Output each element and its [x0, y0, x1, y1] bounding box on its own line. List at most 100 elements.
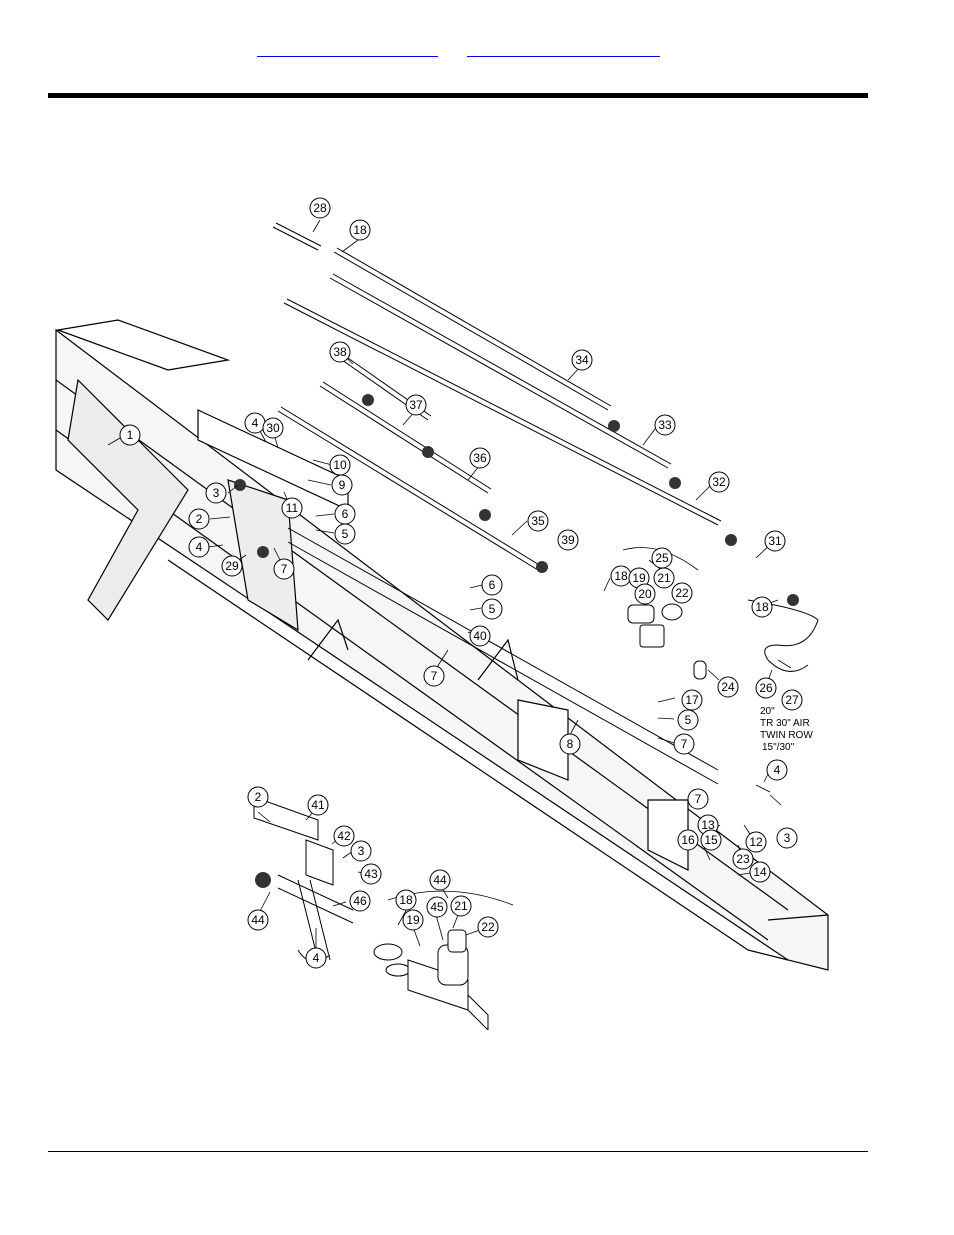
callout: 4 [305, 947, 327, 969]
callout: 3 [776, 827, 798, 849]
header-link-2[interactable] [467, 40, 660, 57]
svg-text:18: 18 [399, 893, 413, 907]
callout: 18 [751, 596, 773, 618]
note-line: TWIN ROW [760, 730, 813, 741]
callout: 41 [307, 794, 329, 816]
callout: 10 [329, 454, 351, 476]
svg-text:16: 16 [681, 833, 695, 847]
callout: 18 [610, 565, 632, 587]
callout: 45 [426, 896, 448, 918]
svg-text:44: 44 [433, 873, 447, 887]
svg-text:19: 19 [406, 913, 420, 927]
callout: 27 [781, 689, 803, 711]
svg-text:1: 1 [127, 428, 134, 442]
callout: 30 [262, 417, 284, 439]
callout: 4 [188, 536, 210, 558]
svg-text:18: 18 [755, 600, 769, 614]
callout: 38 [329, 341, 351, 363]
svg-text:20: 20 [638, 587, 652, 601]
callout: 16 [677, 829, 699, 851]
svg-text:13: 13 [701, 818, 715, 832]
callout: 14 [749, 861, 771, 883]
svg-text:26: 26 [759, 681, 773, 695]
callout: 37 [405, 394, 427, 416]
svg-text:4: 4 [196, 540, 203, 554]
callout: 3 [350, 840, 372, 862]
callout: 12 [745, 831, 767, 853]
callout: 11 [281, 497, 303, 519]
svg-text:41: 41 [311, 798, 325, 812]
callout: 32 [708, 471, 730, 493]
bracket-detail [253, 796, 354, 962]
svg-text:44: 44 [251, 913, 265, 927]
callout: 7 [687, 788, 709, 810]
callout: 9 [331, 474, 353, 496]
svg-text:3: 3 [358, 844, 365, 858]
callout: 4 [244, 412, 266, 434]
svg-text:3: 3 [784, 831, 791, 845]
svg-text:12: 12 [749, 835, 763, 849]
callout: 39 [557, 529, 579, 551]
svg-text:9: 9 [339, 478, 346, 492]
nozzle-bodies [234, 394, 799, 888]
callout: 40 [469, 625, 491, 647]
callout: 19 [402, 909, 424, 931]
callout: 22 [477, 916, 499, 938]
header-link-1[interactable] [257, 40, 438, 57]
callout: 5 [481, 598, 503, 620]
svg-text:37: 37 [409, 398, 423, 412]
callout: 23 [732, 848, 754, 870]
callout: 24 [717, 676, 739, 698]
svg-text:7: 7 [695, 792, 702, 806]
callout: 26 [755, 677, 777, 699]
callout: 20 [634, 583, 656, 605]
svg-text:6: 6 [489, 578, 496, 592]
svg-text:21: 21 [454, 899, 468, 913]
svg-text:45: 45 [430, 900, 444, 914]
callout: 18 [395, 889, 417, 911]
callout: 19 [628, 567, 650, 589]
svg-text:23: 23 [736, 852, 750, 866]
parts-diagram-svg: 28 18 34 38 37 33 1 4 30 10 36 3 9 32 11… [55, 197, 829, 1032]
footer-rule [48, 1151, 868, 1152]
spray-lines [272, 222, 819, 785]
callout: 6 [481, 574, 503, 596]
svg-text:24: 24 [721, 680, 735, 694]
svg-text:15: 15 [704, 833, 718, 847]
callout: 7 [423, 665, 445, 687]
svg-text:18: 18 [614, 569, 628, 583]
callout: 42 [333, 825, 355, 847]
svg-text:25: 25 [655, 551, 669, 565]
note-line: TR 30" AIR [760, 718, 810, 729]
svg-text:33: 33 [658, 418, 672, 432]
svg-text:7: 7 [681, 737, 688, 751]
callout: 31 [764, 530, 786, 552]
svg-text:36: 36 [473, 451, 487, 465]
callout: 7 [273, 558, 295, 580]
callout: 22 [671, 582, 693, 604]
callout: 15 [700, 829, 722, 851]
svg-text:30: 30 [266, 421, 280, 435]
check-valve-assembly [627, 603, 707, 680]
callout: 18 [349, 219, 371, 241]
header-rule [48, 93, 868, 98]
svg-text:17: 17 [685, 693, 699, 707]
callout: 21 [450, 895, 472, 917]
svg-text:7: 7 [281, 562, 288, 576]
svg-text:8: 8 [567, 737, 574, 751]
svg-text:3: 3 [213, 486, 220, 500]
callout: 46 [349, 890, 371, 912]
svg-text:39: 39 [561, 533, 575, 547]
svg-text:2: 2 [255, 790, 262, 804]
svg-text:38: 38 [333, 345, 347, 359]
svg-text:32: 32 [712, 475, 726, 489]
svg-text:5: 5 [489, 602, 496, 616]
svg-text:43: 43 [364, 867, 378, 881]
callout: 44 [429, 869, 451, 891]
svg-text:22: 22 [481, 920, 495, 934]
callout: 36 [469, 447, 491, 469]
callout: 4 [766, 759, 788, 781]
svg-text:4: 4 [252, 416, 259, 430]
callout: 21 [653, 567, 675, 589]
callout: 2 [247, 786, 269, 808]
